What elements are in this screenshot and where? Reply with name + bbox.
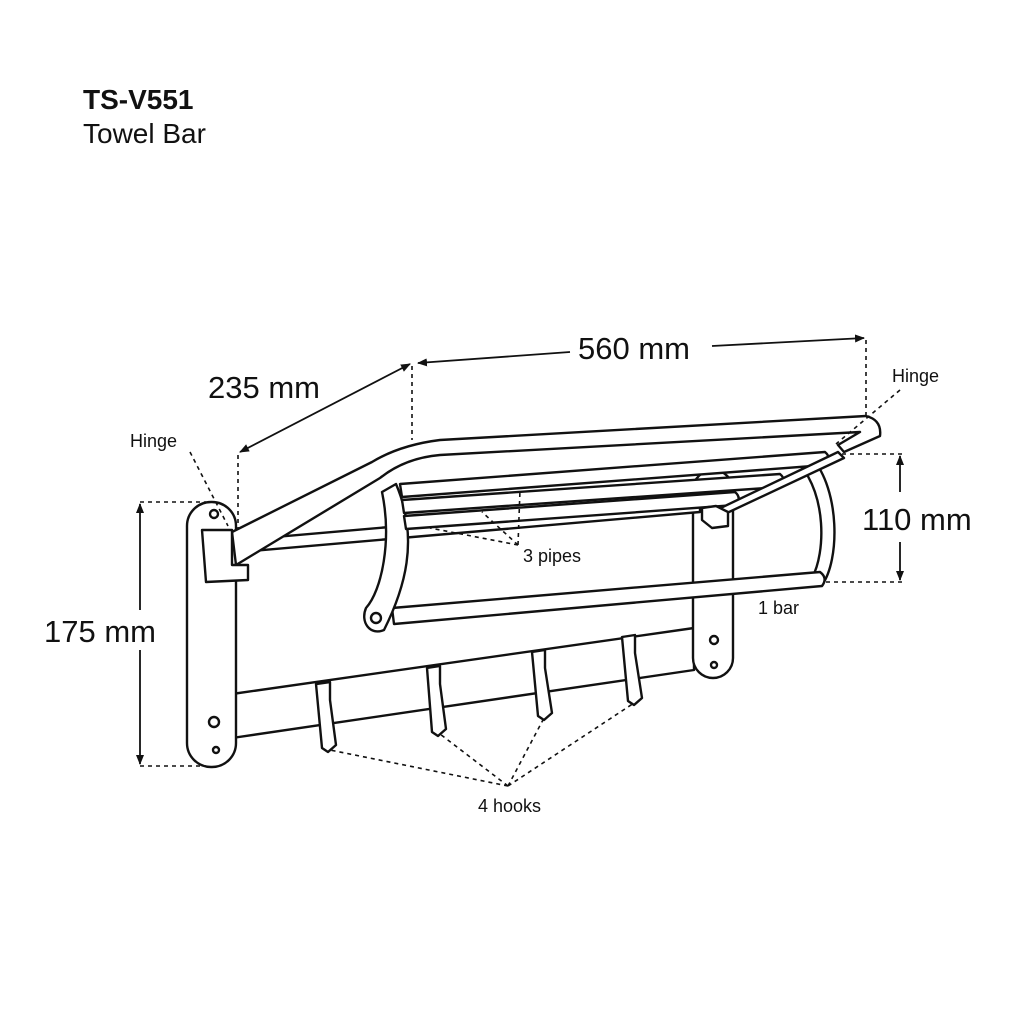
hook-2 [425,664,448,738]
hinge-left-label: Hinge [130,431,177,451]
pipes-label: 3 pipes [523,546,581,566]
hooks-label: 4 hooks [478,796,541,816]
shelf-height-label: 110 mm [862,502,972,537]
left-hinge [200,528,250,584]
hook-4 [620,633,644,707]
width-label: 560 mm [578,331,690,366]
depth-label: 235 mm [208,370,320,405]
towel-bar [390,570,826,626]
bar-label: 1 bar [758,598,799,618]
height-dimension: 175 mm [30,501,206,767]
model-number: TS-V551 [83,84,194,115]
product-name: Towel Bar [83,118,206,149]
depth-dimension: 235 mm [208,363,413,528]
hook-3 [530,648,554,722]
left-arm [363,482,410,633]
shelf-height-dimension: 110 mm [826,453,972,583]
hook-1 [314,680,338,754]
right-hinge [700,504,730,530]
hooks [314,633,644,754]
height-label: 175 mm [44,614,156,649]
hinge-right-label: Hinge [892,366,939,386]
width-dimension: 560 mm [417,331,867,418]
